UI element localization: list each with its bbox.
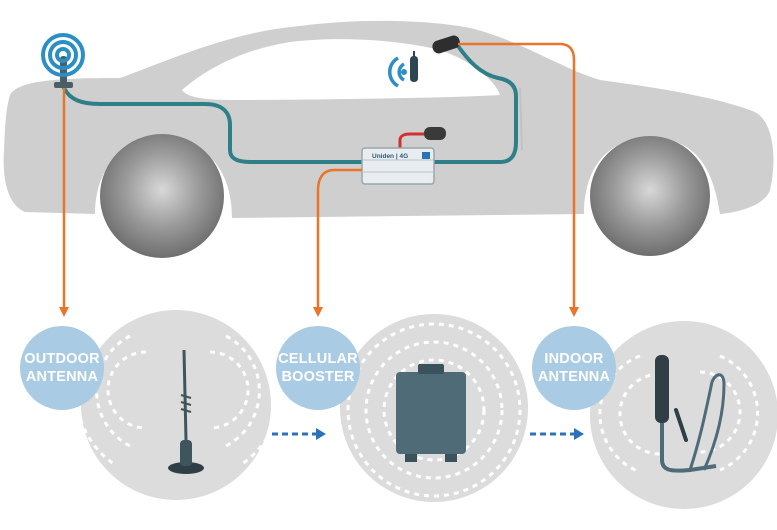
stage-circle [81,310,271,500]
power-plug [424,127,446,140]
booster-box-icon [396,364,466,462]
label-line-2: ANTENNA [25,369,99,385]
car-window [182,39,500,100]
outdoor-signal-icon [41,33,85,77]
connector-indoor [458,42,579,317]
booster-brand-text: Uniden | 4G [372,153,408,160]
antenna-cable [62,86,364,164]
label-line-1: INDOOR [544,351,604,367]
label-cellular-booster: CELLULAR BOOSTER [276,326,360,410]
car-body [3,20,774,219]
flow-arrow-1 [272,428,326,440]
label-line-1: CELLULAR [278,351,358,367]
door-line [519,87,523,151]
label-outdoor-antenna: OUTDOOR ANTENNA [20,326,104,410]
magnetic-antenna-icon [168,349,204,474]
label-line-2: ANTENNA [537,369,611,385]
flow-arrow-2 [530,428,584,440]
indoor-signal-icon [388,51,418,88]
label-line-2: BOOSTER [281,369,355,385]
car [3,20,774,258]
rear-wheel [100,134,224,258]
stage-indoor-antenna [590,321,777,509]
label-line-1: OUTDOOR [24,351,100,367]
booster-unit: Uniden | 4G [361,147,435,185]
windshield-antenna-icon [655,355,726,473]
roof-antenna [54,56,73,88]
stage-cellular-booster [340,314,528,502]
signal-waves [598,354,760,474]
power-cable [398,132,428,150]
label-indoor-antenna: INDOOR ANTENNA [532,326,616,410]
signal-waves [346,322,522,498]
stage-outdoor-antenna [75,310,281,500]
connector-booster [313,168,362,317]
stage-circle [590,321,777,509]
indoor-cable [430,44,518,164]
windshield-antenna [432,35,460,54]
front-wheel [590,136,710,256]
